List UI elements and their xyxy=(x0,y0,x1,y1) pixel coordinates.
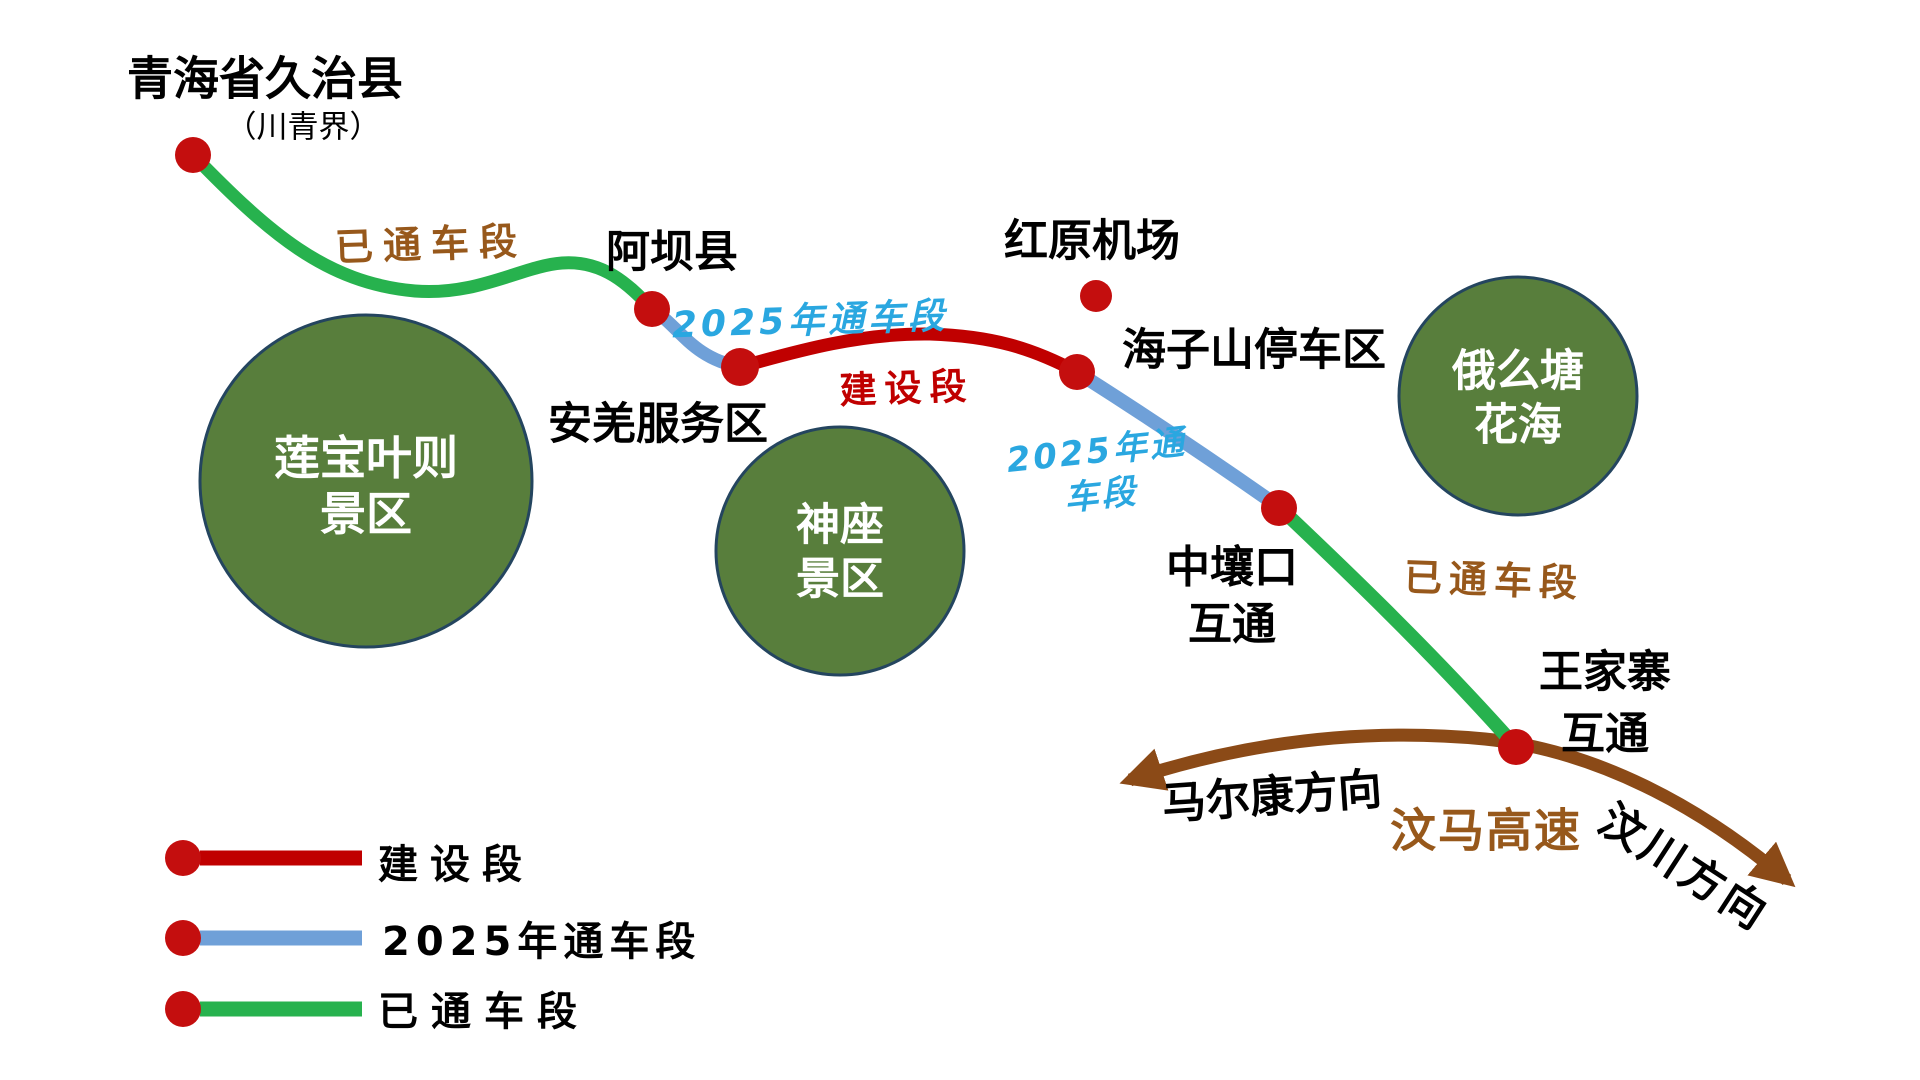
station-label-line: 互通 xyxy=(1561,708,1649,759)
station-note-jiuzhi: （川青界） xyxy=(225,109,381,146)
zone-label-line: 景区 xyxy=(796,553,884,604)
zone-label-line: 花海 xyxy=(1474,399,1562,450)
segment-label-2025-west: 2025年通车段 xyxy=(671,295,949,347)
expressway-label-wenma: 汶马高速 xyxy=(1390,803,1582,858)
station-label-hongyuan-airport: 红原机场 xyxy=(1004,215,1180,267)
segment-label-built: 建设段 xyxy=(838,364,976,413)
zone-label-shenzuo: 神座 景区 xyxy=(796,498,884,605)
station-label-aba: 阿坝县 xyxy=(606,226,738,278)
segment-built xyxy=(733,327,1084,379)
station-label-line: 王家寨 xyxy=(1539,646,1671,698)
legend-label-open: 已通车段 xyxy=(378,989,590,1035)
zone-circle-shenzuo xyxy=(714,425,966,677)
legend-dot-open xyxy=(165,991,201,1027)
legend-dot-2025 xyxy=(165,920,201,956)
segment-label-open-west: 已通车段 xyxy=(334,218,528,270)
segment-label-open-east: 已通车段 xyxy=(1403,555,1585,606)
legend-label-built: 建设段 xyxy=(378,842,534,888)
zone-circle-emotang xyxy=(1397,275,1639,517)
station-label-zhongrangkou: 中壤口 互通 xyxy=(1166,539,1298,653)
zone-label-line: 神座 xyxy=(796,499,884,551)
station-dot-hongyuan-airport xyxy=(1080,280,1112,312)
wenma-expressway-line xyxy=(1119,728,1796,888)
station-dot-zhongrangkou xyxy=(1261,490,1297,526)
zone-label-line: 俄么塘 xyxy=(1452,345,1584,397)
station-dot-wangjiazhai xyxy=(1498,729,1534,765)
station-dot-jiuzhi xyxy=(175,137,211,173)
station-dot-aba xyxy=(634,291,670,327)
zone-label-line: 景区 xyxy=(320,487,412,541)
zone-circle-lianbaoyeze xyxy=(198,313,534,649)
station-dot-haizishan xyxy=(1059,354,1095,390)
segment-open-west xyxy=(186,148,659,316)
zone-label-emotang: 俄么塘 花海 xyxy=(1452,344,1584,451)
station-label-line: 中壤口 xyxy=(1166,541,1298,593)
station-label-jiuzhi: 青海省久治县 xyxy=(127,51,403,106)
station-dot-anqiang xyxy=(721,348,759,386)
legend-label-2025: 2025年通车段 xyxy=(382,919,702,965)
zone-label-line: 莲宝叶则 xyxy=(274,430,458,485)
station-label-anqiang: 安羌服务区 xyxy=(548,398,768,450)
segment-2025-east xyxy=(1070,365,1286,514)
station-label-haizishan: 海子山停车区 xyxy=(1122,324,1386,376)
station-label-wangjiazhai: 王家寨 互通 xyxy=(1539,641,1671,764)
zone-label-lianbaoyeze: 莲宝叶则 景区 xyxy=(274,430,458,542)
segment-open-east xyxy=(1272,500,1523,754)
station-label-line: 互通 xyxy=(1188,599,1276,650)
legend-dot-built xyxy=(165,840,201,876)
